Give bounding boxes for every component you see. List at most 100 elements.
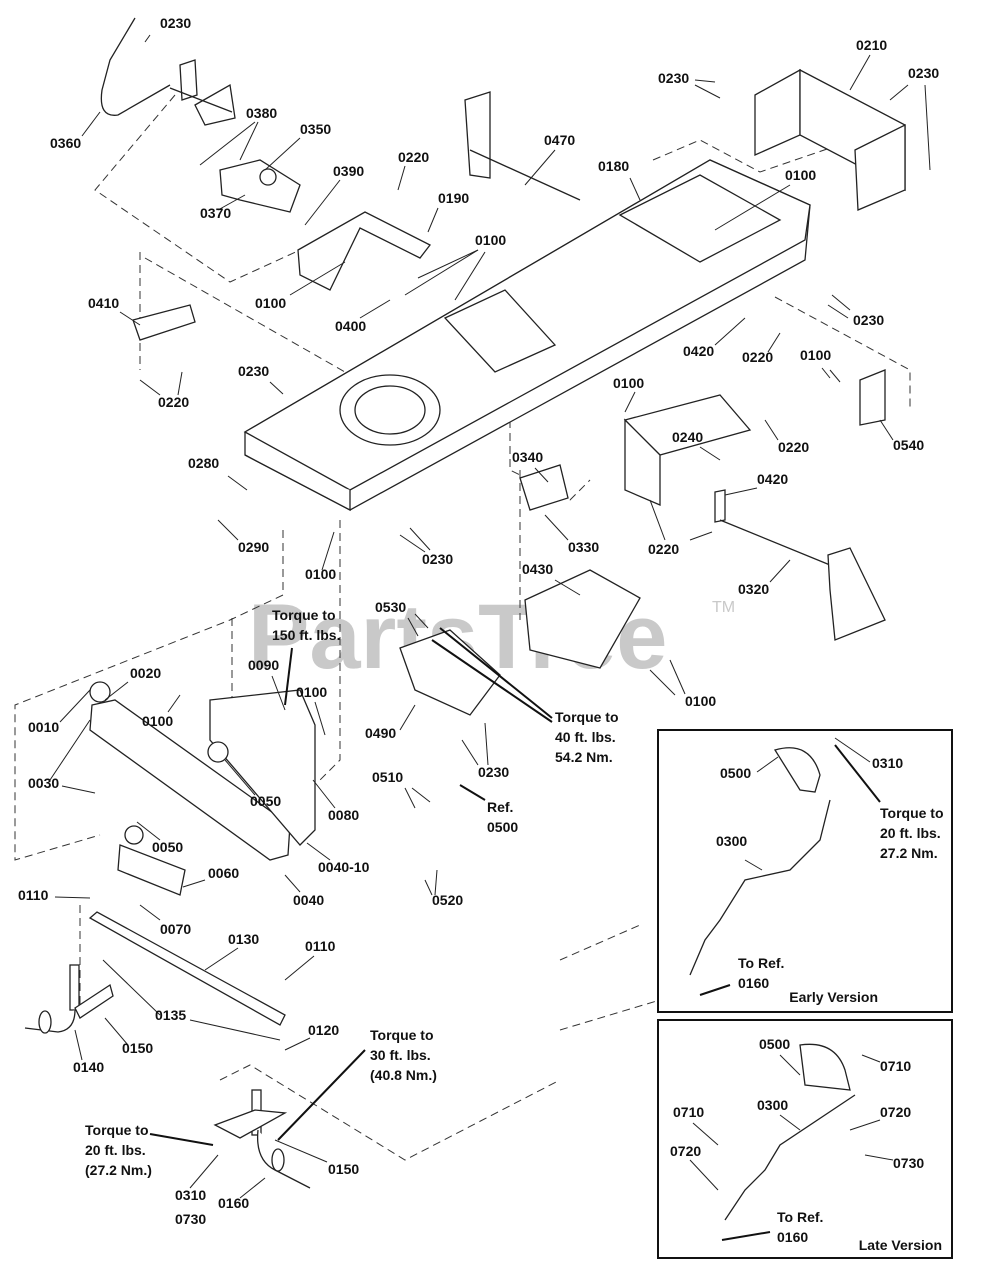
- part-label-0220[interactable]: 0220: [742, 349, 773, 365]
- part-label-0220[interactable]: 0220: [778, 439, 809, 455]
- leader-line: [879, 419, 894, 441]
- note-leader-line: [699, 984, 731, 996]
- part-label-0100[interactable]: 0100: [800, 347, 831, 363]
- part-label-0080[interactable]: 0080: [328, 807, 359, 823]
- leader-line: [227, 475, 248, 491]
- part-label-0240[interactable]: 0240: [672, 429, 703, 445]
- part-label-0100[interactable]: 0100: [142, 713, 173, 729]
- part-label-0220[interactable]: 0220: [648, 541, 679, 557]
- part-label-0380[interactable]: 0380: [246, 105, 277, 121]
- part-label-0350[interactable]: 0350: [300, 121, 331, 137]
- part-label-0100[interactable]: 0100: [613, 375, 644, 391]
- part-label-0300[interactable]: 0300: [716, 833, 747, 849]
- part-label-0110[interactable]: 0110: [18, 887, 49, 903]
- part-label-0230[interactable]: 0230: [238, 363, 269, 379]
- leader-line: [182, 879, 206, 888]
- part-label-0230[interactable]: 0230: [160, 15, 191, 31]
- assembly-guides: [14, 94, 911, 1161]
- part-label-0230[interactable]: 0230: [658, 70, 689, 86]
- part-labels: 0230 0360 0380 0350 0370 0220 0390 0190 0100 0100…: [18, 15, 939, 1227]
- part-label-0230[interactable]: 0230: [422, 551, 453, 567]
- part-label-0100[interactable]: 0100: [255, 295, 286, 311]
- part-label-0310[interactable]: 0310: [175, 1187, 206, 1203]
- part-label-0180[interactable]: 0180: [598, 158, 629, 174]
- part-label-0030[interactable]: 0030: [28, 775, 59, 791]
- inset-late-version: Late Version: [657, 1019, 953, 1259]
- part-label-0510[interactable]: 0510: [372, 769, 403, 785]
- part-label-0150[interactable]: 0150: [122, 1040, 153, 1056]
- part-label-0370[interactable]: 0370: [200, 205, 231, 221]
- part-label-0400[interactable]: 0400: [335, 318, 366, 334]
- part-label-0710[interactable]: 0710: [673, 1104, 704, 1120]
- part-label-0730[interactable]: 0730: [893, 1155, 924, 1171]
- part-label-0300[interactable]: 0300: [757, 1097, 788, 1113]
- part-label-0720[interactable]: 0720: [670, 1143, 701, 1159]
- leader-line: [54, 896, 91, 899]
- note-line: (40.8 Nm.): [370, 1067, 437, 1083]
- part-label-0210[interactable]: 0210: [856, 37, 887, 53]
- part-label-0100[interactable]: 0100: [785, 167, 816, 183]
- part-label-0190[interactable]: 0190: [438, 190, 469, 206]
- leader-line: [699, 446, 721, 461]
- part-label-0410[interactable]: 0410: [88, 295, 119, 311]
- part-label-0010[interactable]: 0010: [28, 719, 59, 735]
- part-label-0230[interactable]: 0230: [478, 764, 509, 780]
- part-label-0135[interactable]: 0135: [155, 1007, 186, 1023]
- leader-line: [744, 859, 763, 871]
- part-label-0540[interactable]: 0540: [893, 437, 924, 453]
- part-label-0020[interactable]: 0020: [130, 665, 161, 681]
- part-label-0230[interactable]: 0230: [908, 65, 939, 81]
- part-label-0710[interactable]: 0710: [880, 1058, 911, 1074]
- part-label-0520[interactable]: 0520: [432, 892, 463, 908]
- part-label-0040[interactable]: 0040: [293, 892, 324, 908]
- leader-line: [139, 379, 161, 396]
- part-label-0490[interactable]: 0490: [365, 725, 396, 741]
- part-label-0100[interactable]: 0100: [296, 684, 327, 700]
- part-label-0420[interactable]: 0420: [683, 343, 714, 359]
- note-leader-line: [721, 1231, 771, 1241]
- part-label-0320[interactable]: 0320: [738, 581, 769, 597]
- part-label-0050[interactable]: 0050: [152, 839, 183, 855]
- part-label-0720[interactable]: 0720: [880, 1104, 911, 1120]
- part-label-0500[interactable]: 0500: [759, 1036, 790, 1052]
- part-label-0340[interactable]: 0340: [512, 449, 543, 465]
- part-label-0140[interactable]: 0140: [73, 1059, 104, 1075]
- part-label-0100[interactable]: 0100: [305, 566, 336, 582]
- leader-line: [239, 1177, 266, 1199]
- part-label-0150[interactable]: 0150: [328, 1161, 359, 1177]
- part-label-0040-10[interactable]: 0040-10: [318, 859, 370, 875]
- part-label-0050[interactable]: 0050: [250, 793, 281, 809]
- leader-line: [524, 149, 556, 186]
- part-label-0120[interactable]: 0120: [308, 1022, 339, 1038]
- part-label-0100[interactable]: 0100: [685, 693, 716, 709]
- part-label-0530[interactable]: 0530: [375, 599, 406, 615]
- part-label-0430[interactable]: 0430: [522, 561, 553, 577]
- part-label-0160[interactable]: 0160: [218, 1195, 249, 1211]
- part-label-0100[interactable]: 0100: [475, 232, 506, 248]
- part-label-0130[interactable]: 0130: [228, 931, 259, 947]
- part-label-0330[interactable]: 0330: [568, 539, 599, 555]
- pedal-0360: [100, 17, 236, 126]
- part-label-0420[interactable]: 0420: [757, 471, 788, 487]
- part-label-0360[interactable]: 0360: [50, 135, 81, 151]
- part-label-0060[interactable]: 0060: [208, 865, 239, 881]
- leader-line: [217, 194, 246, 211]
- leader-line: [49, 719, 91, 781]
- part-label-0230[interactable]: 0230: [853, 312, 884, 328]
- part-label-0730[interactable]: 0730: [175, 1211, 206, 1227]
- part-label-0220[interactable]: 0220: [158, 394, 189, 410]
- part-label-0390[interactable]: 0390: [333, 163, 364, 179]
- part-label-0090[interactable]: 0090: [248, 657, 279, 673]
- part-label-0220[interactable]: 0220: [398, 149, 429, 165]
- part-label-0470[interactable]: 0470: [544, 132, 575, 148]
- part-label-0310[interactable]: 0310: [872, 755, 903, 771]
- leader-line: [404, 787, 416, 809]
- leader-line: [304, 179, 341, 226]
- part-label-0290[interactable]: 0290: [238, 539, 269, 555]
- part-label-0110[interactable]: 0110: [305, 938, 336, 954]
- part-label-0500[interactable]: 0500: [720, 765, 751, 781]
- part-label-0070[interactable]: 0070: [160, 921, 191, 937]
- part-label-0280[interactable]: 0280: [188, 455, 219, 471]
- leader-line: [411, 787, 431, 803]
